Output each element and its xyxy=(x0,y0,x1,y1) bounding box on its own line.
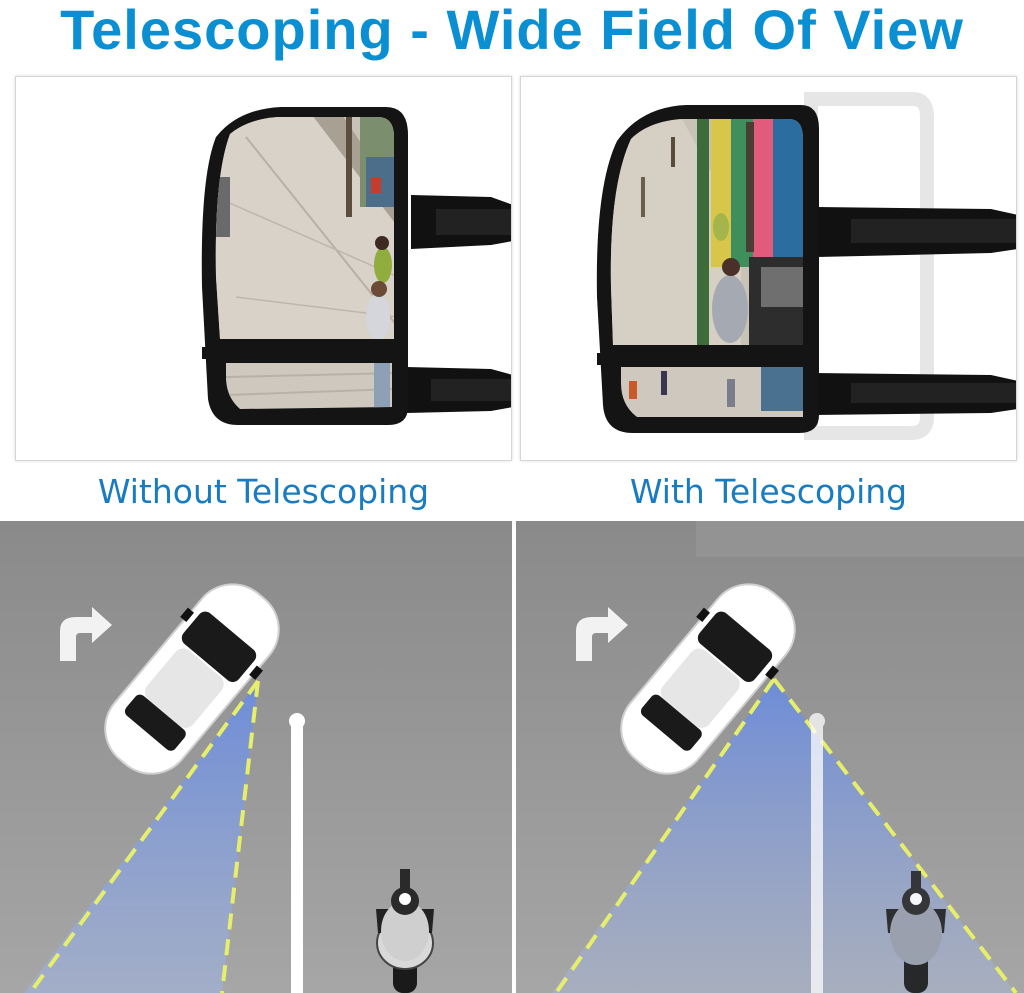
lane-divider xyxy=(809,713,825,993)
mirror-support-arms xyxy=(406,195,511,413)
view-edge-left xyxy=(28,679,260,993)
car-icon xyxy=(620,583,796,775)
mirror-photo-with-telescoping xyxy=(520,76,1017,461)
mirror-retracted-ghost xyxy=(804,92,934,440)
mirror-photo-without-telescoping xyxy=(15,76,512,461)
car-icon xyxy=(104,583,280,775)
page-title: Telescoping - Wide Field Of View xyxy=(60,0,964,61)
turn-right-arrow-icon xyxy=(60,607,112,661)
lane-divider xyxy=(289,713,305,993)
road-scene-without-telescoping xyxy=(0,521,512,993)
road-scene-with-telescoping xyxy=(516,521,1024,993)
mirror-blindspot-glass xyxy=(621,367,803,417)
mirror-main-glass xyxy=(215,117,394,339)
mirror-support-arms xyxy=(813,207,1016,415)
motorcycle-rider-icon xyxy=(376,869,434,993)
view-cone xyxy=(24,681,258,993)
view-edge-left xyxy=(554,677,776,993)
view-edge-right xyxy=(220,680,260,993)
caption-without-telescoping: Without Telescoping xyxy=(97,472,430,511)
mirror-main-glass xyxy=(610,119,803,345)
mirror-blindspot-glass xyxy=(226,363,392,409)
motorcycle-rider-icon xyxy=(886,871,946,993)
turn-right-arrow-icon xyxy=(576,607,628,661)
caption-with-telescoping: With Telescoping xyxy=(629,472,908,511)
